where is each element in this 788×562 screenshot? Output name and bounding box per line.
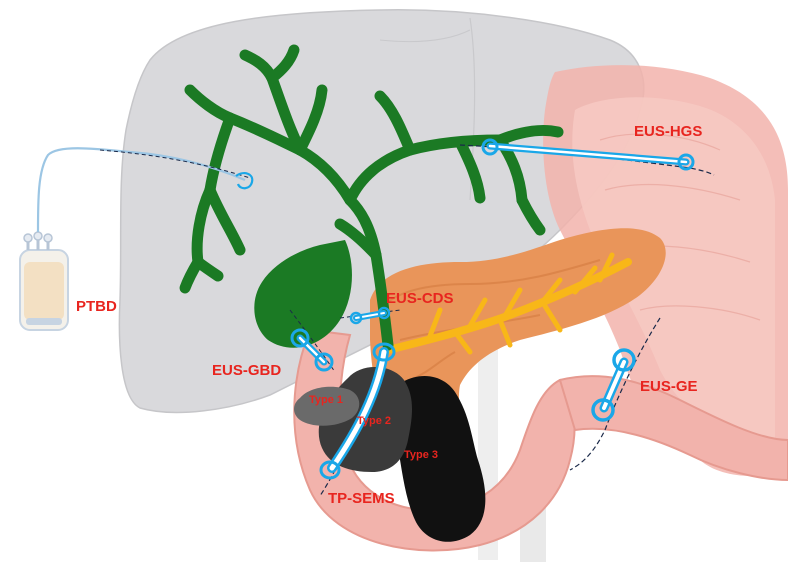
label-type2: Type 2 bbox=[357, 415, 391, 427]
label-tp-sems: TP-SEMS bbox=[328, 490, 395, 507]
label-ptbd: PTBD bbox=[76, 298, 117, 315]
label-eus-hgs: EUS-HGS bbox=[634, 123, 702, 140]
label-eus-cds: EUS-CDS bbox=[386, 290, 454, 307]
label-eus-gbd: EUS-GBD bbox=[212, 362, 281, 379]
label-eus-ge: EUS-GE bbox=[640, 378, 698, 395]
ptbd-bag bbox=[20, 232, 68, 330]
label-type3: Type 3 bbox=[404, 449, 438, 461]
label-type1: Type 1 bbox=[309, 394, 343, 406]
